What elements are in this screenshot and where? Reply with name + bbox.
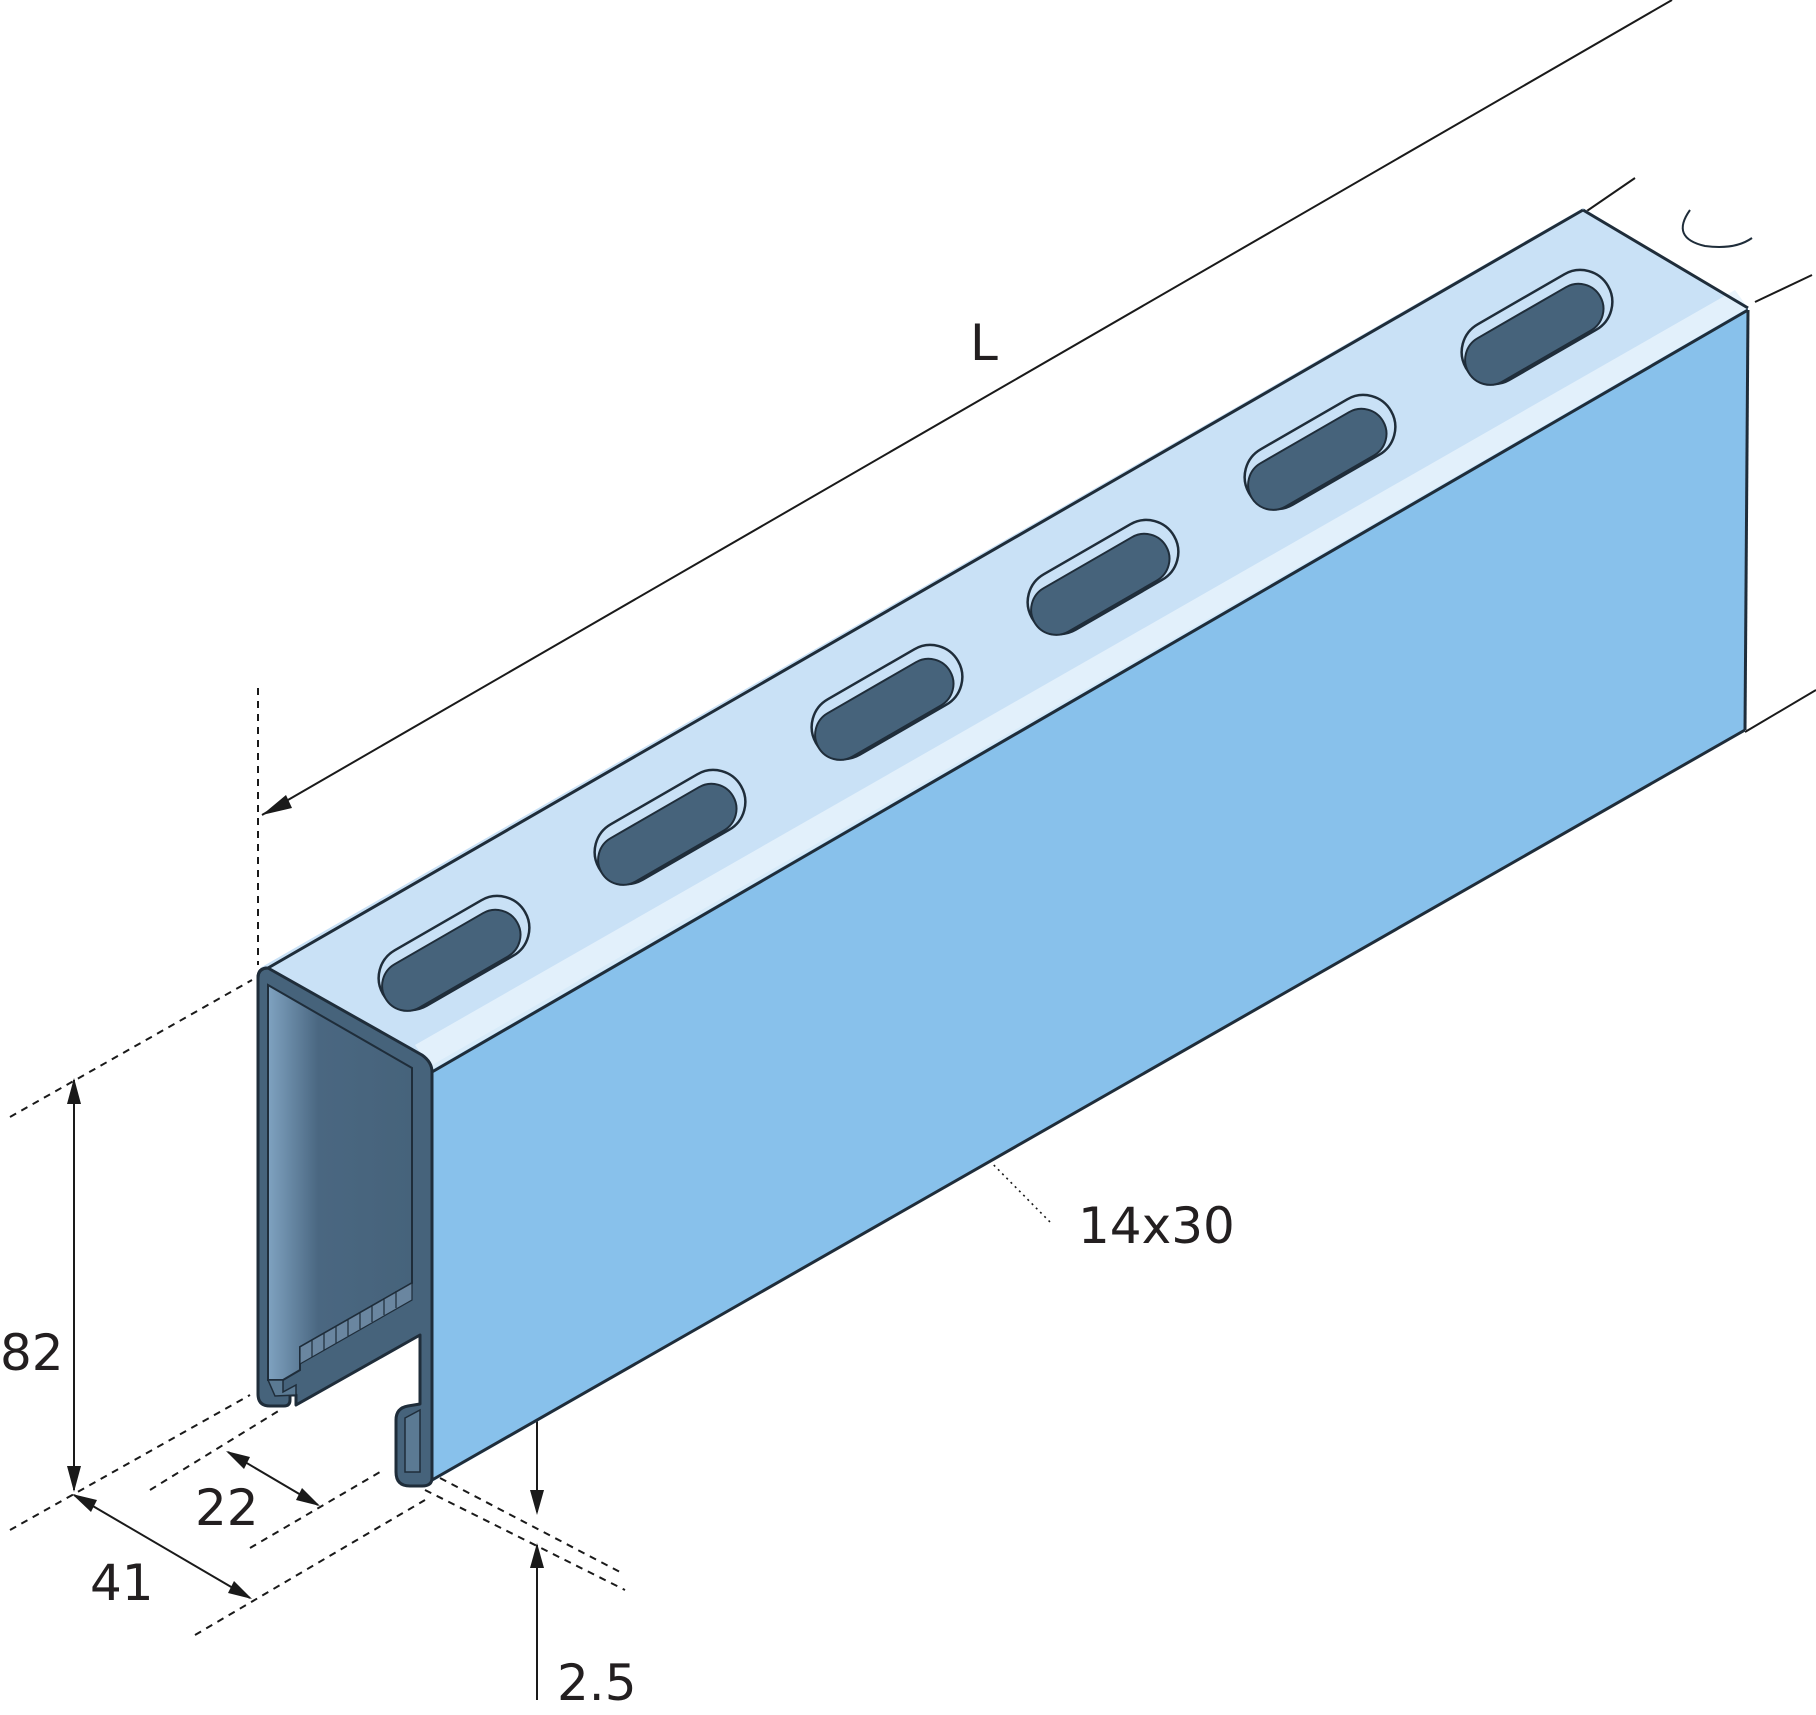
channel-side-face [430,308,1748,1483]
label-width: 41 [90,1554,154,1612]
slot-holes [377,268,1614,1012]
strut-channel [256,208,1753,1488]
channel-lip-left [266,1379,297,1397]
slot-4 [1026,518,1180,636]
label-slot-opening: 22 [195,1479,259,1537]
label-thickness: 2.5 [557,1654,637,1712]
label-length: L [970,314,998,372]
channel-lip-right [404,1408,421,1473]
channel-far-end-hole [1681,209,1753,248]
channel-bend-highlight [415,290,1748,1070]
label-slot-size: 14x30 [1078,1197,1235,1255]
slot-6 [1460,268,1614,386]
slot-5 [1243,393,1397,511]
slot-1 [377,894,531,1012]
label-height: 82 [0,1324,64,1382]
slot-2 [593,768,747,886]
slot-3 [810,643,964,761]
